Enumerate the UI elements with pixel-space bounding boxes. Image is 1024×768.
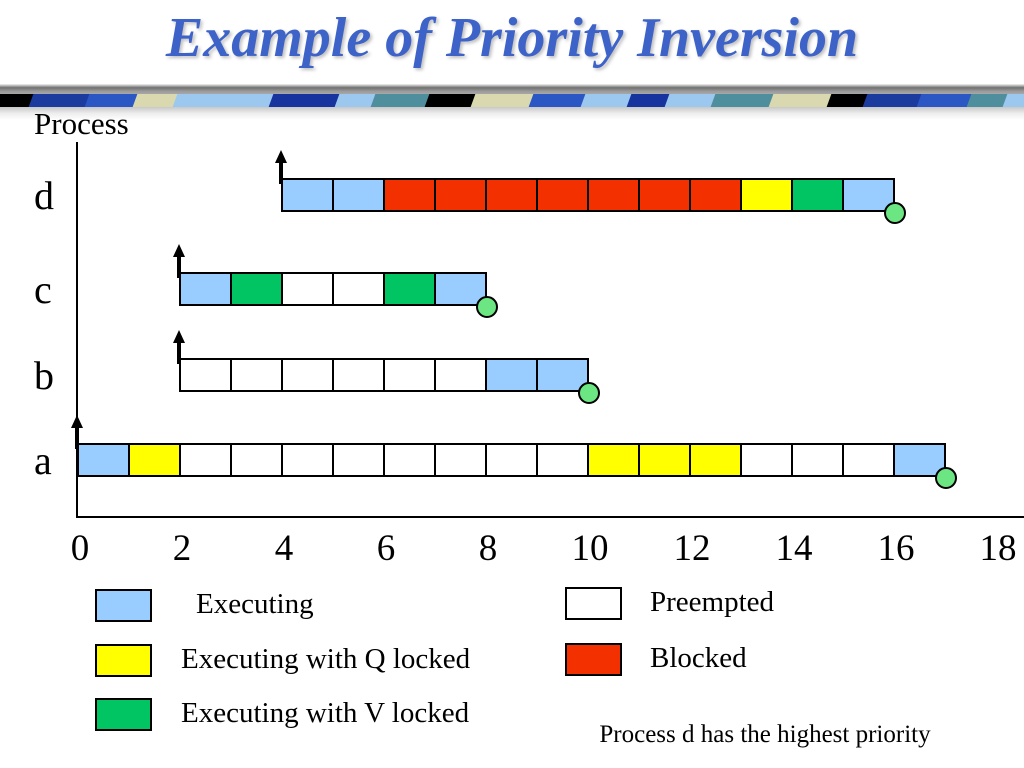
release-arrow-line-a bbox=[75, 427, 79, 449]
mosaic-segment bbox=[172, 94, 280, 107]
x-axis-tick-label-12: 12 bbox=[673, 528, 711, 569]
legend-label-executing: Executing bbox=[196, 588, 314, 620]
process-row-label-c: c bbox=[34, 267, 52, 312]
gantt-cell-c-v_locked bbox=[230, 272, 283, 306]
gantt-cell-b-preempted bbox=[332, 358, 385, 392]
gantt-cell-b-executing bbox=[485, 358, 538, 392]
process-row-label-d: d bbox=[34, 173, 54, 218]
gantt-bar-a bbox=[77, 443, 946, 477]
mosaic-segment bbox=[268, 94, 346, 107]
gantt-cell-c-v_locked bbox=[383, 272, 436, 306]
gantt-bar-d bbox=[281, 178, 895, 212]
gantt-cell-a-executing bbox=[77, 443, 130, 477]
x-axis-tick-label-14: 14 bbox=[775, 528, 813, 569]
x-axis-tick-label-4: 4 bbox=[274, 528, 294, 569]
gantt-cell-a-q_locked bbox=[689, 443, 742, 477]
gantt-cell-a-preempted bbox=[332, 443, 385, 477]
x-axis-tick-label-16: 16 bbox=[877, 528, 915, 569]
x-axis-tick-label-10: 10 bbox=[571, 528, 609, 569]
gantt-bar-b bbox=[179, 358, 589, 392]
legend-label-q_locked: Executing with Q locked bbox=[181, 643, 471, 675]
completion-marker-b bbox=[578, 382, 600, 404]
release-arrow-line-b bbox=[177, 342, 181, 364]
gantt-cell-d-executing bbox=[332, 178, 385, 212]
legend-label-blocked: Blocked bbox=[650, 642, 747, 674]
y-axis-line bbox=[76, 142, 78, 518]
gantt-cell-b-preempted bbox=[383, 358, 436, 392]
gantt-cell-d-blocked bbox=[638, 178, 691, 212]
gantt-cell-a-q_locked bbox=[587, 443, 640, 477]
gantt-cell-a-preempted bbox=[791, 443, 844, 477]
release-arrow-icon-c bbox=[173, 244, 185, 257]
gantt-cell-b-preempted bbox=[434, 358, 487, 392]
gantt-cell-d-blocked bbox=[434, 178, 487, 212]
completion-marker-d bbox=[884, 202, 906, 224]
gantt-cell-a-preempted bbox=[383, 443, 436, 477]
decorative-mosaic-band bbox=[0, 94, 1024, 107]
x-axis-line bbox=[76, 516, 1024, 518]
completion-marker-a bbox=[935, 467, 957, 489]
gantt-cell-d-v_locked bbox=[791, 178, 844, 212]
gantt-cell-a-preempted bbox=[434, 443, 487, 477]
decorative-divider bbox=[0, 84, 1024, 120]
gantt-cell-b-preempted bbox=[230, 358, 283, 392]
footnote: Process d has the highest priority bbox=[599, 721, 931, 748]
gantt-cell-a-q_locked bbox=[128, 443, 181, 477]
gantt-cell-a-preempted bbox=[842, 443, 895, 477]
x-axis-tick-label-18: 18 bbox=[979, 528, 1017, 569]
x-axis-tick-label-2: 2 bbox=[172, 528, 192, 569]
gantt-cell-c-executing bbox=[179, 272, 232, 306]
legend-swatch-executing bbox=[95, 589, 152, 622]
gantt-cell-a-preempted bbox=[536, 443, 589, 477]
gantt-cell-a-q_locked bbox=[638, 443, 691, 477]
gantt-cell-c-preempted bbox=[332, 272, 385, 306]
gantt-cell-d-blocked bbox=[383, 178, 436, 212]
x-axis-tick-label-0: 0 bbox=[70, 528, 90, 569]
release-arrow-line-c bbox=[177, 256, 181, 278]
legend-label-preempted: Preempted bbox=[650, 586, 775, 618]
gantt-cell-d-blocked bbox=[485, 178, 538, 212]
legend-swatch-q_locked bbox=[95, 644, 152, 677]
gantt-cell-d-blocked bbox=[536, 178, 589, 212]
gantt-cell-d-blocked bbox=[689, 178, 742, 212]
gantt-cell-a-preempted bbox=[740, 443, 793, 477]
completion-marker-c bbox=[476, 296, 498, 318]
gantt-cell-d-q_locked bbox=[740, 178, 793, 212]
release-arrow-icon-a bbox=[71, 415, 83, 428]
gantt-cell-b-preempted bbox=[179, 358, 232, 392]
legend-swatch-blocked bbox=[565, 643, 622, 676]
process-row-label-b: b bbox=[34, 353, 54, 398]
x-axis-tick-label-8: 8 bbox=[478, 528, 498, 569]
gantt-bar-c bbox=[179, 272, 487, 306]
gantt-cell-b-preempted bbox=[281, 358, 334, 392]
gantt-cell-c-preempted bbox=[281, 272, 334, 306]
gantt-cell-a-preempted bbox=[485, 443, 538, 477]
gantt-cell-a-preempted bbox=[281, 443, 334, 477]
gantt-cell-a-preempted bbox=[179, 443, 232, 477]
legend-swatch-v_locked bbox=[95, 698, 152, 731]
gantt-cell-d-blocked bbox=[587, 178, 640, 212]
y-axis-title: Process bbox=[34, 106, 129, 141]
mosaic-segment bbox=[1002, 94, 1024, 107]
slide-title: Example of Priority Inversion bbox=[165, 7, 859, 69]
gantt-cell-d-executing bbox=[281, 178, 334, 212]
release-arrow-line-d bbox=[279, 162, 283, 184]
release-arrow-icon-b bbox=[173, 330, 185, 343]
legend-swatch-preempted bbox=[565, 587, 622, 620]
release-arrow-icon-d bbox=[275, 150, 287, 163]
process-row-label-a: a bbox=[34, 438, 52, 483]
x-axis-tick-label-6: 6 bbox=[376, 528, 396, 569]
gantt-cell-a-preempted bbox=[230, 443, 283, 477]
legend-label-v_locked: Executing with V locked bbox=[181, 697, 470, 729]
